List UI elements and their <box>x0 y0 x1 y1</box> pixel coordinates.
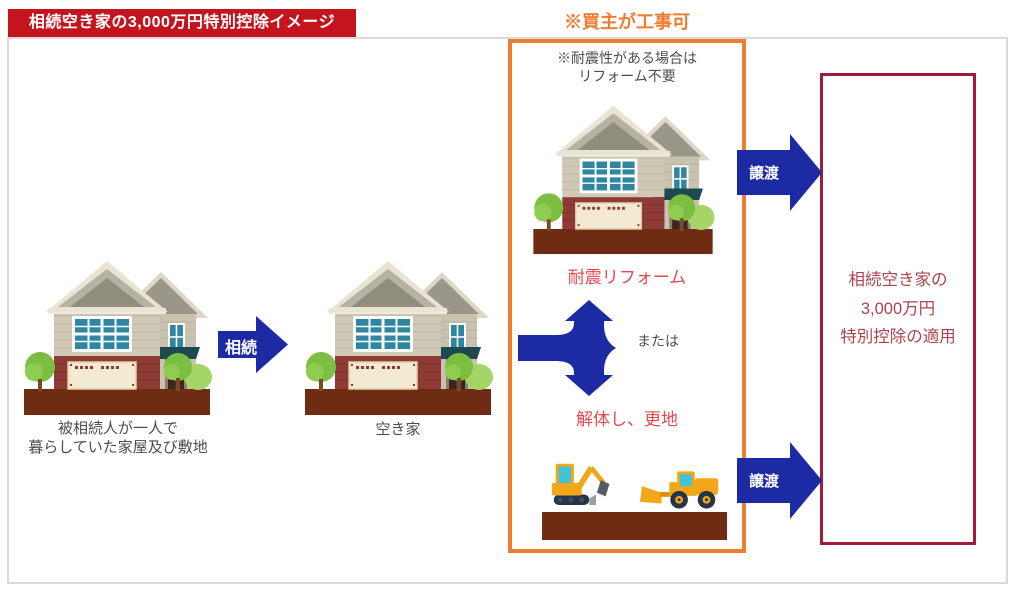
middle-house-caption: 空き家 <box>375 421 421 438</box>
transfer-arrow-bottom-label: 譲渡 <box>748 473 779 490</box>
result-box-line1: 相続空き家の <box>848 270 948 289</box>
left-house-caption-line1: 被相続人が一人で <box>57 420 178 437</box>
title-banner: 相続空き家の3,000万円特別控除イメージ <box>8 9 356 37</box>
inherit-arrow-icon <box>218 316 288 373</box>
ground-strip <box>542 512 727 540</box>
inherit-arrow-label: 相続 <box>224 340 257 357</box>
seismic-note: ※耐震性がある場合は リフォーム不要 <box>512 49 742 85</box>
result-box-text: 相続空き家の 3,000万円 特別控除の適用 <box>840 266 956 353</box>
seismic-note-line1: ※耐震性がある場合は <box>557 50 697 66</box>
result-box-line2: 3,000万円 <box>860 299 936 318</box>
left-house-caption-line2: 暮らしていた家屋及び敷地 <box>28 439 208 456</box>
buyer-note-label: ※買主が工事可 <box>564 12 690 32</box>
house-icon <box>22 250 212 416</box>
transfer-arrow-bottom-icon <box>737 442 822 519</box>
transfer-arrow-top-icon <box>737 134 822 211</box>
reform-option-label: 耐震リフォーム <box>567 268 687 287</box>
left-house-caption: 被相続人が一人で 暮らしていた家屋及び敷地 <box>8 419 228 457</box>
excavator-icon <box>551 463 610 506</box>
house-icon <box>303 250 493 416</box>
branch-arrow-icon <box>518 300 616 396</box>
wheel-loader-icon <box>640 471 719 509</box>
demolish-option-label: 解体し、更地 <box>576 410 678 429</box>
result-box: 相続空き家の 3,000万円 特別控除の適用 <box>820 73 976 545</box>
transfer-arrow-top-label: 譲渡 <box>748 165 779 182</box>
result-box-line3: 特別控除の適用 <box>840 328 956 347</box>
or-label: または <box>637 333 679 349</box>
process-box: ※耐震性がある場合は リフォーム不要 耐震リフォーム または 解体し、更地 <box>508 39 746 553</box>
house-icon <box>530 95 716 255</box>
seismic-note-line2: リフォーム不要 <box>578 68 676 84</box>
